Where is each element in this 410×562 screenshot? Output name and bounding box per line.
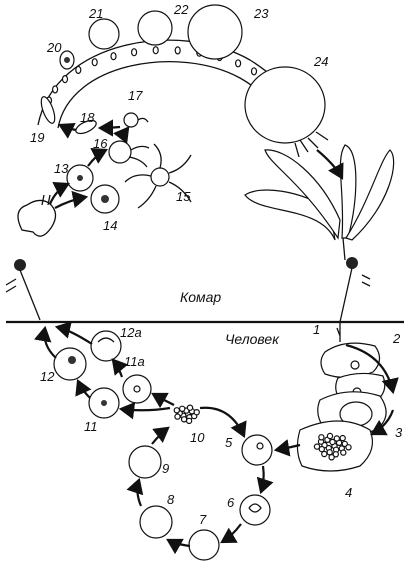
label-14: 14 (103, 218, 117, 233)
wall-cell-nucleus (131, 48, 138, 57)
merozoite (326, 432, 334, 440)
gametocyte-11a (122, 374, 152, 404)
label-21: 21 (88, 6, 103, 21)
label-6: 6 (227, 495, 235, 510)
label-9: 9 (162, 461, 169, 476)
wall-cell-nucleus (51, 85, 59, 94)
merozoite (313, 443, 321, 450)
label-18: 18 (80, 110, 95, 125)
merozoite (328, 454, 335, 461)
rbc-6 (239, 494, 271, 526)
mosquito-right (339, 257, 371, 323)
label-10: 10 (190, 430, 205, 445)
rbc-5-ring (241, 434, 273, 466)
label-5: 5 (225, 435, 233, 450)
rbc-9-schizont (128, 445, 162, 479)
gametocyte-12 (53, 347, 87, 381)
wall-cell-nucleus (235, 59, 242, 68)
label-7: 7 (199, 512, 207, 527)
wall-cell-nucleus (152, 46, 159, 55)
merozoite (178, 405, 186, 412)
oocyst-21 (88, 18, 120, 50)
wall-cell-nucleus (75, 65, 82, 75)
wall-cell-nucleus (61, 74, 69, 84)
ookinete-18 (75, 119, 97, 135)
label-8: 8 (167, 492, 175, 507)
merozoite (173, 407, 180, 414)
merozoite (340, 449, 347, 456)
salivary-gland (244, 144, 395, 261)
gametocyte-11 (88, 387, 120, 419)
merozoite (318, 445, 325, 453)
wall-cell-nucleus (110, 52, 117, 61)
gametocyte-13 (66, 164, 94, 192)
merozoite (174, 413, 181, 420)
wall-cell-nucleus (174, 46, 181, 55)
oocyst-24-rupturing (244, 66, 329, 158)
label-12: 12 (40, 369, 55, 384)
label-17: 17 (128, 88, 143, 103)
host-label-mosquito: Комар (180, 289, 221, 305)
label-2: 2 (392, 331, 401, 346)
oocyst-22 (137, 10, 173, 46)
merozoite (333, 435, 340, 442)
gamete-17 (123, 112, 149, 128)
wall-cell-nucleus (250, 67, 258, 76)
rbc-8 (139, 505, 173, 539)
merozoite (185, 417, 193, 425)
merozoite (193, 409, 200, 416)
label-22: 22 (173, 2, 189, 17)
cycle-arrows (34, 119, 399, 555)
rbc-7 (188, 529, 220, 561)
liver-merozoites-4 (296, 420, 373, 472)
oocyst-23 (187, 4, 243, 60)
mosquito-left (5, 194, 57, 321)
label-20: 20 (46, 40, 62, 55)
macrogamete-16 (108, 140, 150, 168)
label-3: 3 (395, 425, 403, 440)
merozoite (186, 404, 194, 411)
merozoite (345, 444, 352, 451)
merozoite (321, 450, 328, 458)
exflagellation-15 (124, 143, 192, 209)
sporozoite-1 (336, 322, 341, 342)
label-11: 11 (84, 419, 98, 434)
label-15: 15 (176, 189, 191, 204)
merozoite (318, 434, 325, 441)
label-4: 4 (345, 485, 352, 500)
wall-cell-nucleus (91, 58, 98, 67)
gametocyte-12a (90, 330, 122, 362)
label-13: 13 (54, 161, 69, 176)
merozoite (329, 438, 336, 446)
label-19: 19 (30, 130, 44, 145)
ookinete-in-wall (40, 50, 75, 124)
host-label-human: Человек (225, 331, 280, 347)
label-24: 24 (313, 54, 328, 69)
label-23: 23 (253, 6, 269, 21)
merozoite (339, 434, 346, 442)
label-16: 16 (93, 136, 108, 151)
merozoites-10 (173, 404, 200, 425)
gametocyte-14 (90, 184, 120, 214)
label-11a: 11a (124, 354, 145, 369)
label-1: 1 (313, 322, 320, 337)
stage-labels: 1 2 3 4 5 6 7 8 9 10 11 11a 12 12a 13 14… (30, 2, 403, 527)
label-12a: 12a (120, 325, 142, 340)
merozoite (332, 451, 339, 458)
